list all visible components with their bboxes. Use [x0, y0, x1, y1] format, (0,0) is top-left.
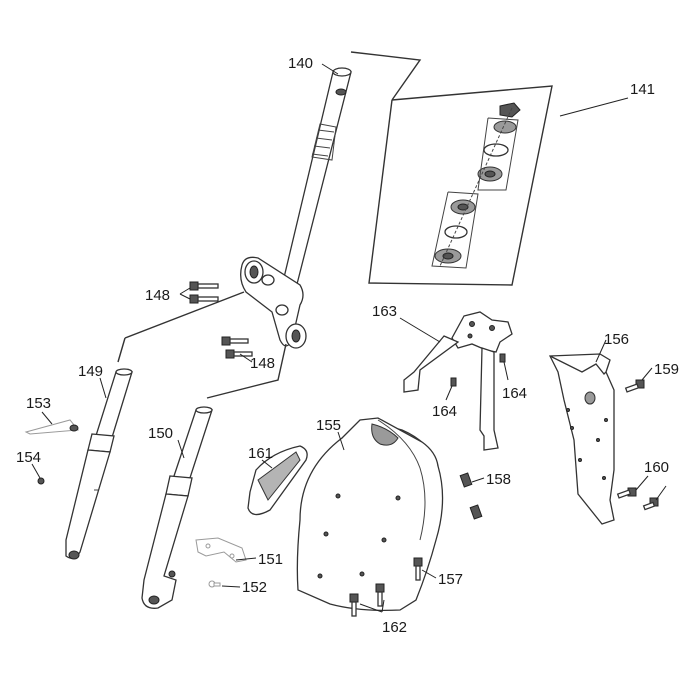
- leader-lines: [31, 63, 667, 613]
- inner-panel-156: [548, 353, 615, 525]
- label-156: 156: [604, 331, 629, 348]
- bolts-160: [616, 487, 659, 511]
- label-140: 140: [288, 55, 313, 72]
- label-157: 157: [438, 571, 463, 588]
- bolt-148-upper-1: [189, 281, 219, 291]
- bolt-159: [624, 379, 645, 393]
- label-161: 161: [248, 445, 273, 462]
- bolts-148: [189, 281, 253, 359]
- bearing-kit-141: [350, 51, 553, 286]
- label-151: 151: [258, 551, 283, 568]
- front-fender-155: [296, 417, 444, 612]
- label-160: 160: [644, 459, 669, 476]
- part-labels: 140 141 148 148 149 150 151 152 153 154 …: [16, 55, 679, 636]
- bolt-148-lower-1: [221, 336, 249, 346]
- label-159: 159: [654, 361, 679, 378]
- fork-leg-150: [141, 406, 213, 609]
- label-158: 158: [486, 471, 511, 488]
- fork-leg-149: [65, 368, 133, 560]
- label-150: 150: [148, 425, 173, 442]
- clips-158: [459, 472, 483, 520]
- bolt-148-upper-2: [189, 294, 219, 304]
- label-164-right: 164: [502, 385, 527, 402]
- screw-152: [208, 580, 221, 588]
- bracket-163: [403, 311, 513, 451]
- bolt-157: [413, 557, 423, 581]
- label-153: 153: [26, 395, 51, 412]
- label-154: 154: [16, 449, 41, 466]
- label-162: 162: [382, 619, 407, 636]
- bolts-162: [349, 583, 385, 617]
- screw-154: [37, 477, 45, 485]
- label-148-lower: 148: [250, 355, 275, 372]
- label-148-upper: 148: [145, 287, 170, 304]
- trim-161: [247, 445, 308, 516]
- screws-164: [450, 353, 506, 387]
- label-149: 149: [78, 363, 103, 380]
- label-152: 152: [242, 579, 267, 596]
- bolt-148-lower-2: [225, 349, 253, 359]
- label-163: 163: [372, 303, 397, 320]
- reflector-153: [24, 419, 79, 435]
- label-141: 141: [630, 81, 655, 98]
- label-155: 155: [316, 417, 341, 434]
- steering-stem-140: [240, 67, 352, 349]
- label-164-left: 164: [432, 403, 457, 420]
- bracket-151: [195, 537, 247, 563]
